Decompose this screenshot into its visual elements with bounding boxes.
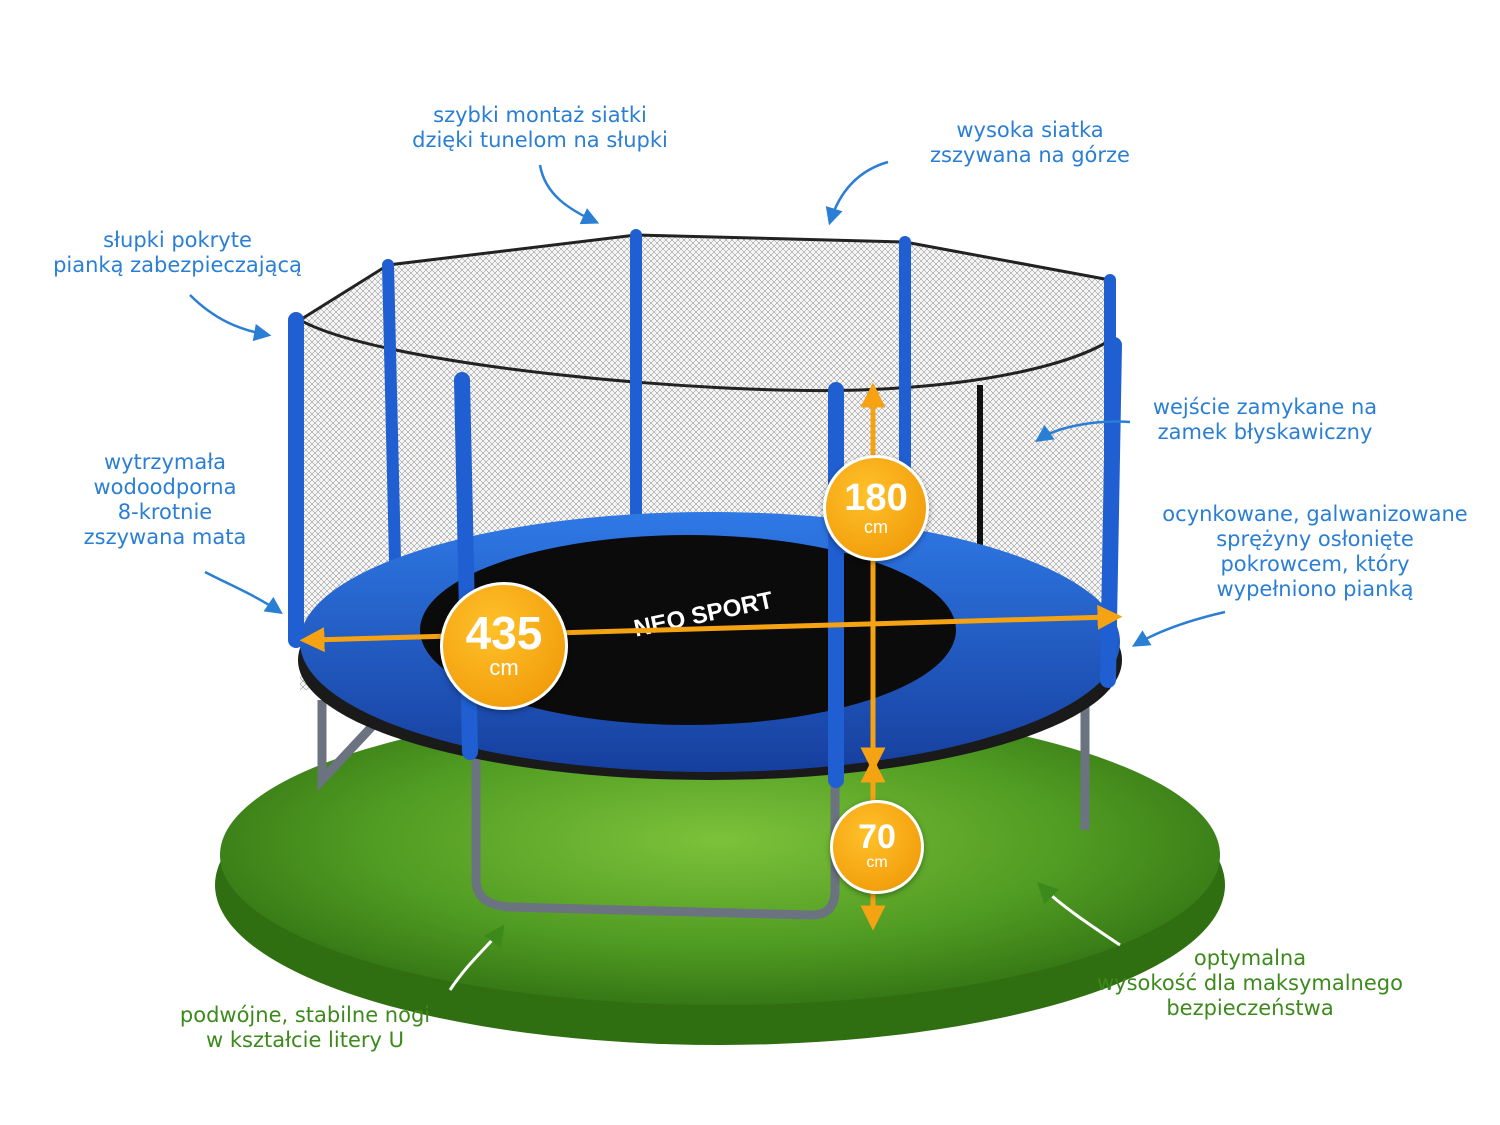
annotation-springs: ocynkowane, galwanizowane sprężyny osłon… xyxy=(1162,502,1468,601)
annotation-quick-assembly: szybki montaż siatki dzięki tunelom na s… xyxy=(412,103,668,152)
annotation-height: optymalna wysokość dla maksymalnego bezp… xyxy=(1097,946,1403,1020)
annotation-mat: wytrzymała wodoodporna 8-krotnie zszywan… xyxy=(83,450,247,549)
frame-pad xyxy=(298,512,1122,780)
annotation-arrows xyxy=(189,160,1226,647)
u-shaped-legs xyxy=(317,700,1090,920)
diameter-unit: cm xyxy=(489,655,519,680)
annotation-foam-poles: słupki pokryte pianką zabezpieczającą xyxy=(53,228,302,277)
diameter-badge: 435 cm xyxy=(440,582,568,710)
diameter-value: 435 xyxy=(465,607,543,659)
annotation-zip-entrance: wejście zamykane na zamek błyskawiczny xyxy=(1152,395,1378,444)
annotation-high-net: wysoka siatka zszywana na górze xyxy=(930,118,1130,167)
net-height-value: 180 xyxy=(844,477,908,519)
annotation-arrows-green xyxy=(448,882,1121,991)
annotation-legs: podwójne, stabilne nogi w kształcie lite… xyxy=(179,1003,431,1052)
frame-height-unit: cm xyxy=(866,854,888,871)
frame-height-badge: 70 cm xyxy=(830,800,924,894)
frame-height-value: 70 xyxy=(858,818,896,856)
net-height-badge: 180 cm xyxy=(823,455,929,561)
net-height-unit: cm xyxy=(864,517,888,537)
